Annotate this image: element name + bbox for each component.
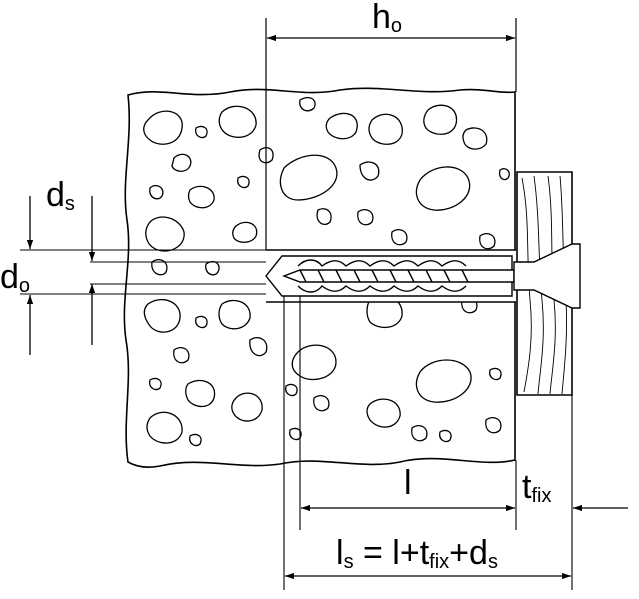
screw xyxy=(282,243,581,309)
label-h0: ho xyxy=(372,0,402,37)
aggregate-stones xyxy=(143,96,510,447)
label-d0: do xyxy=(0,258,30,297)
label-ls-formula: ls = l+tfix+ds xyxy=(336,534,498,573)
label-tfix: tfix xyxy=(522,468,551,507)
label-ds: ds xyxy=(46,176,75,215)
label-l: l xyxy=(404,464,412,502)
